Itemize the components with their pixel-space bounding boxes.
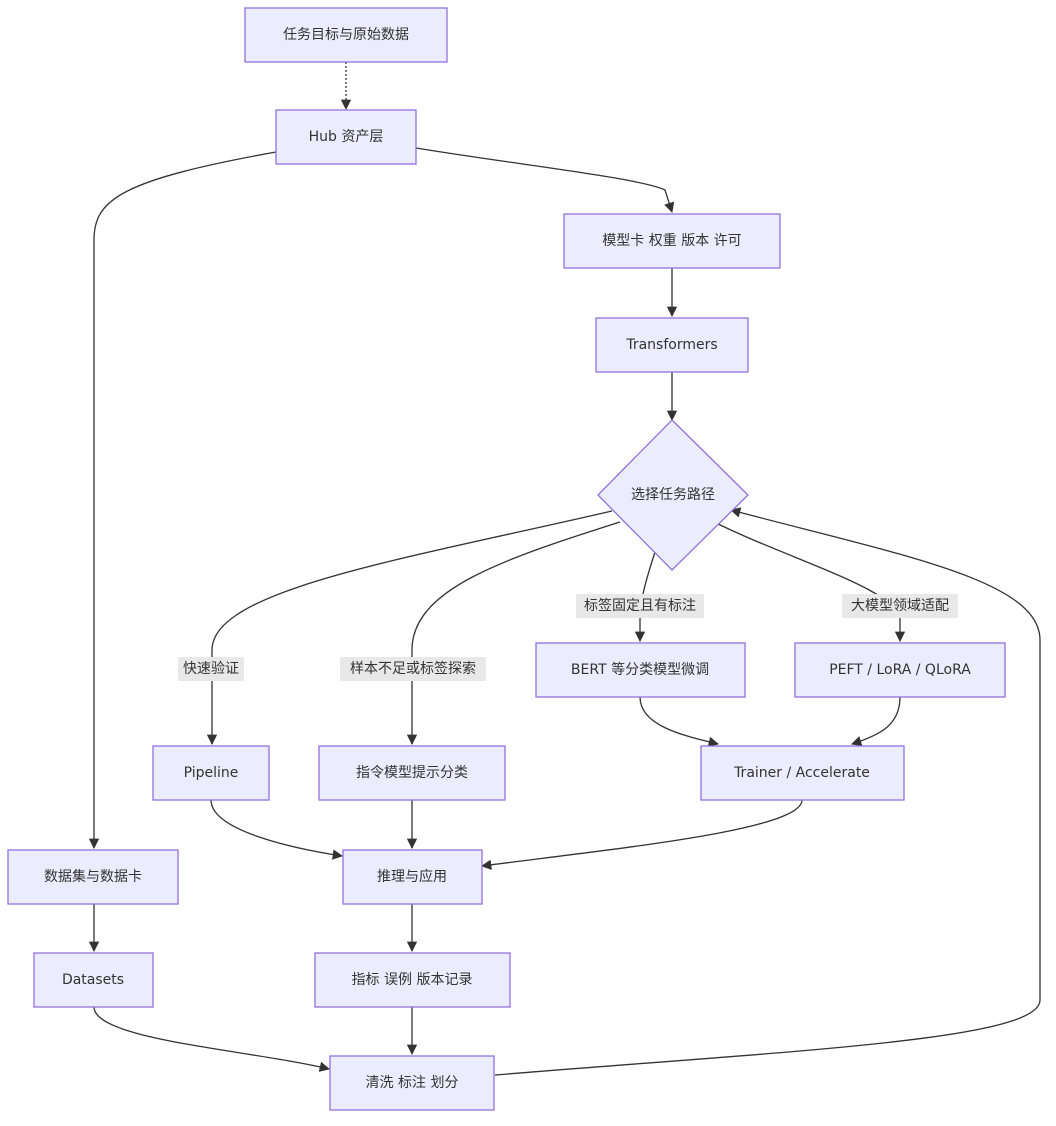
node-prompt: 指令模型提示分类 (318, 745, 506, 801)
edge-bert-to-trainer (639, 696, 720, 747)
edge-peft-to-trainer (851, 696, 901, 747)
node-bert: BERT 等分类模型微调 (535, 642, 746, 698)
node-decision: 选择任务路径 (597, 419, 749, 571)
node-pipeline: Pipeline (152, 745, 270, 801)
node-peft-label: PEFT / LoRA / QLoRA (829, 662, 971, 678)
edge-label-fixed: 标签固定且有标注 (576, 594, 704, 618)
node-pipeline-label: Pipeline (184, 765, 239, 781)
node-peft: PEFT / LoRA / QLoRA (794, 642, 1006, 698)
edge-decision-to-pipeline (206, 510, 613, 746)
edge-label-domain-text: 大模型领域适配 (851, 598, 949, 614)
node-transformers-label: Transformers (625, 337, 717, 353)
node-datasets-label: Datasets (62, 972, 124, 988)
node-decision-label: 选择任务路径 (631, 487, 715, 503)
node-task-label: 任务目标与原始数据 (283, 27, 409, 43)
edge-clean-to-decision (494, 507, 1041, 1076)
node-hub-label: Hub 资产层 (309, 129, 384, 145)
edge-decision-to-bert (634, 551, 656, 643)
edge-label-fixed-text: 标签固定且有标注 (584, 597, 696, 614)
node-bert-label: BERT 等分类模型微调 (571, 661, 709, 678)
node-clean: 清洗 标注 划分 (329, 1055, 495, 1111)
node-prompt-label: 指令模型提示分类 (356, 765, 468, 781)
edge-hub-to-datacard (88, 151, 277, 850)
node-datacard-label: 数据集与数据卡 (44, 868, 142, 885)
edge-hub-to-modelcard (415, 147, 675, 213)
edge-label-domain: 大模型领域适配 (842, 594, 958, 618)
edge-pipeline-to-infer (210, 799, 344, 860)
node-trainer-label: Trainer / Accelerate (733, 765, 870, 781)
node-datasets: Datasets (33, 952, 154, 1008)
edge-label-few-text: 样本不足或标签探索 (350, 660, 476, 677)
edge-label-quick: 快速验证 (178, 657, 244, 681)
node-infer-label: 推理与应用 (377, 868, 447, 885)
edge-decision-to-peft (711, 520, 906, 643)
edge-label-few: 样本不足或标签探索 (340, 657, 486, 681)
node-clean-label: 清洗 标注 划分 (366, 1075, 459, 1091)
edge-trainer-to-infer (480, 799, 803, 870)
node-trainer: Trainer / Accelerate (700, 745, 905, 801)
node-metrics: 指标 误例 版本记录 (314, 952, 511, 1008)
node-hub: Hub 资产层 (275, 109, 417, 165)
node-infer: 推理与应用 (342, 849, 483, 905)
node-task: 任务目标与原始数据 (244, 7, 448, 63)
edge-label-quick-text: 快速验证 (183, 661, 239, 677)
node-datacard: 数据集与数据卡 (7, 849, 179, 905)
node-modelcard-label: 模型卡 权重 版本 许可 (602, 233, 741, 249)
node-transformers: Transformers (595, 317, 749, 373)
edge-decision-to-prompt (406, 521, 621, 746)
edge-datasets-to-clean (93, 1006, 331, 1072)
node-metrics-label: 指标 误例 版本记录 (352, 972, 473, 988)
node-modelcard: 模型卡 权重 版本 许可 (563, 213, 781, 269)
